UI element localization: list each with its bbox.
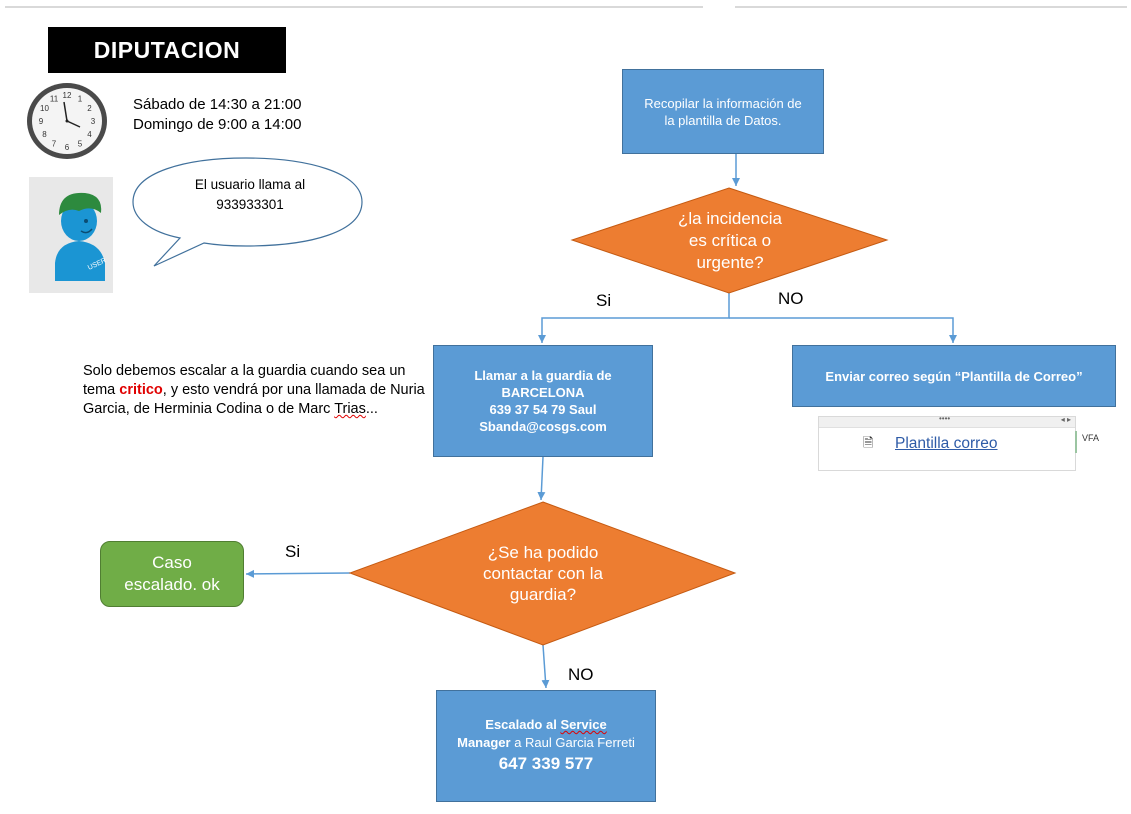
decision-contact: ¿Se ha podido contactar con la guardia?	[443, 540, 643, 606]
result-escalated-ok: Caso escalado. ok	[100, 541, 244, 607]
callout-phone: 933933301	[216, 197, 284, 212]
clock-numeral: 7	[52, 140, 57, 149]
arrow-no-to-email	[729, 317, 957, 343]
decision-critical-line3: urgente?	[696, 253, 764, 272]
arrow-yes-to-call	[538, 293, 730, 343]
resize-arrows-icon[interactable]: ◂ ▸	[1060, 415, 1071, 424]
step-email-label: Enviar correo según “Plantilla de Correo…	[825, 368, 1083, 384]
escalate-phone: 647 339 577	[498, 754, 594, 773]
step-call-phone: 639 37 54 79 Saul	[489, 402, 597, 417]
decision-contact-line1: ¿Se ha podido	[487, 542, 599, 562]
result-ok-line1: Caso	[152, 553, 192, 572]
step-call-line2: BARCELONA	[501, 385, 585, 400]
note-text: Solo debemos escalar a la guardia cuando…	[83, 363, 406, 398]
schedule-saturday: Sábado de 14:30 a 21:00	[133, 96, 302, 113]
clock-numeral: 11	[50, 95, 59, 104]
clock-numeral: 5	[78, 140, 83, 149]
clock-numeral: 2	[87, 104, 92, 113]
clock-numeral: 3	[91, 117, 96, 126]
note-name: Trias	[334, 401, 366, 417]
arrow-call-to-decision	[537, 456, 546, 501]
decision-critical-line1: ¿la incidencia	[678, 209, 782, 228]
schedule-sunday: Domingo de 9:00 a 14:00	[133, 116, 302, 133]
side-marker	[1075, 431, 1077, 453]
note-critical: critico	[119, 382, 163, 398]
label-no-contact: NO	[568, 665, 594, 684]
clock-numeral: 1	[78, 95, 83, 104]
escalate-line2: Manager a Raul Garcia Ferreti	[457, 734, 635, 752]
speech-bubble	[132, 157, 363, 267]
escalate-line1: Escalado al Service	[485, 716, 606, 734]
step-escalate-manager: Escalado al Service Manager a Raul Garci…	[436, 690, 656, 802]
step-collect-line1: Recopilar la información de	[644, 95, 802, 111]
result-ok-line2: escalado. ok	[124, 575, 220, 594]
clock-numeral: 10	[40, 104, 49, 113]
schedule: Sábado de 14:30 a 21:00 Domingo de 9:00 …	[133, 95, 302, 135]
page-title: DIPUTACION	[48, 27, 286, 73]
clock-numeral: 4	[87, 130, 92, 139]
callout-text: El usuario llama al 933933301	[160, 175, 340, 215]
decision-contact-line3: guardia?	[509, 584, 577, 604]
arrow-yes-to-ok	[245, 569, 351, 578]
note-ellipsis: ...	[365, 401, 378, 417]
document-icon: 🗎	[863, 435, 874, 450]
decision-contact-shape	[348, 501, 737, 646]
label-yes-critical: Si	[596, 291, 612, 310]
callout-line1: El usuario llama al	[194, 177, 306, 192]
step-collect-line2: la plantilla de Datos.	[664, 112, 782, 128]
escalate-service: Service	[560, 717, 607, 732]
email-template-link[interactable]: Plantilla correo	[895, 435, 998, 452]
decision-contact-line2: contactar con la	[482, 563, 603, 583]
step-call-guard: Llamar a la guardia de BARCELONA 639 37 …	[433, 345, 653, 457]
clock-numeral: 8	[42, 130, 47, 139]
escalate-manager: Manager	[457, 735, 511, 750]
side-label: VFA	[1082, 433, 1100, 443]
arrow-no-to-escalate	[541, 644, 550, 689]
drag-handle-icon[interactable]: ••••	[939, 414, 951, 423]
label-yes-contact: Si	[285, 542, 301, 561]
user-icon: USER	[55, 192, 107, 281]
escalation-note: Solo debemos escalar a la guardia cuando…	[83, 362, 428, 419]
user-avatar: USER	[29, 177, 113, 293]
decision-critical-shape	[570, 187, 889, 294]
note-text-2: , y esto vendrá por una llamada de Nuria…	[83, 382, 425, 417]
top-divider-left	[5, 6, 703, 8]
decision-critical: ¿la incidencia es crítica o urgente?	[632, 206, 828, 276]
clock-numeral: 9	[39, 117, 44, 126]
step-call-line1: Llamar a la guardia de	[474, 368, 612, 383]
decision-critical-line2: es crítica o	[688, 231, 772, 250]
clock-numeral: 12	[63, 91, 72, 100]
label-no-critical: NO	[778, 289, 804, 308]
escalate-person: a Raul Garcia Ferreti	[510, 735, 635, 750]
step-send-email: Enviar correo según “Plantilla de Correo…	[792, 345, 1116, 407]
attachment-toolbar: •••• ◂ ▸	[819, 414, 1075, 428]
top-divider-right	[735, 6, 1127, 8]
step-collect-data: Recopilar la información de la plantilla…	[622, 69, 824, 154]
escalate-text: Escalado al	[485, 717, 561, 732]
email-template-attachment[interactable]: •••• ◂ ▸ 🗎 Plantilla correo	[818, 414, 1076, 471]
step-call-email: Sbanda@cosgs.com	[479, 419, 607, 434]
clock-numeral: 6	[65, 143, 70, 152]
